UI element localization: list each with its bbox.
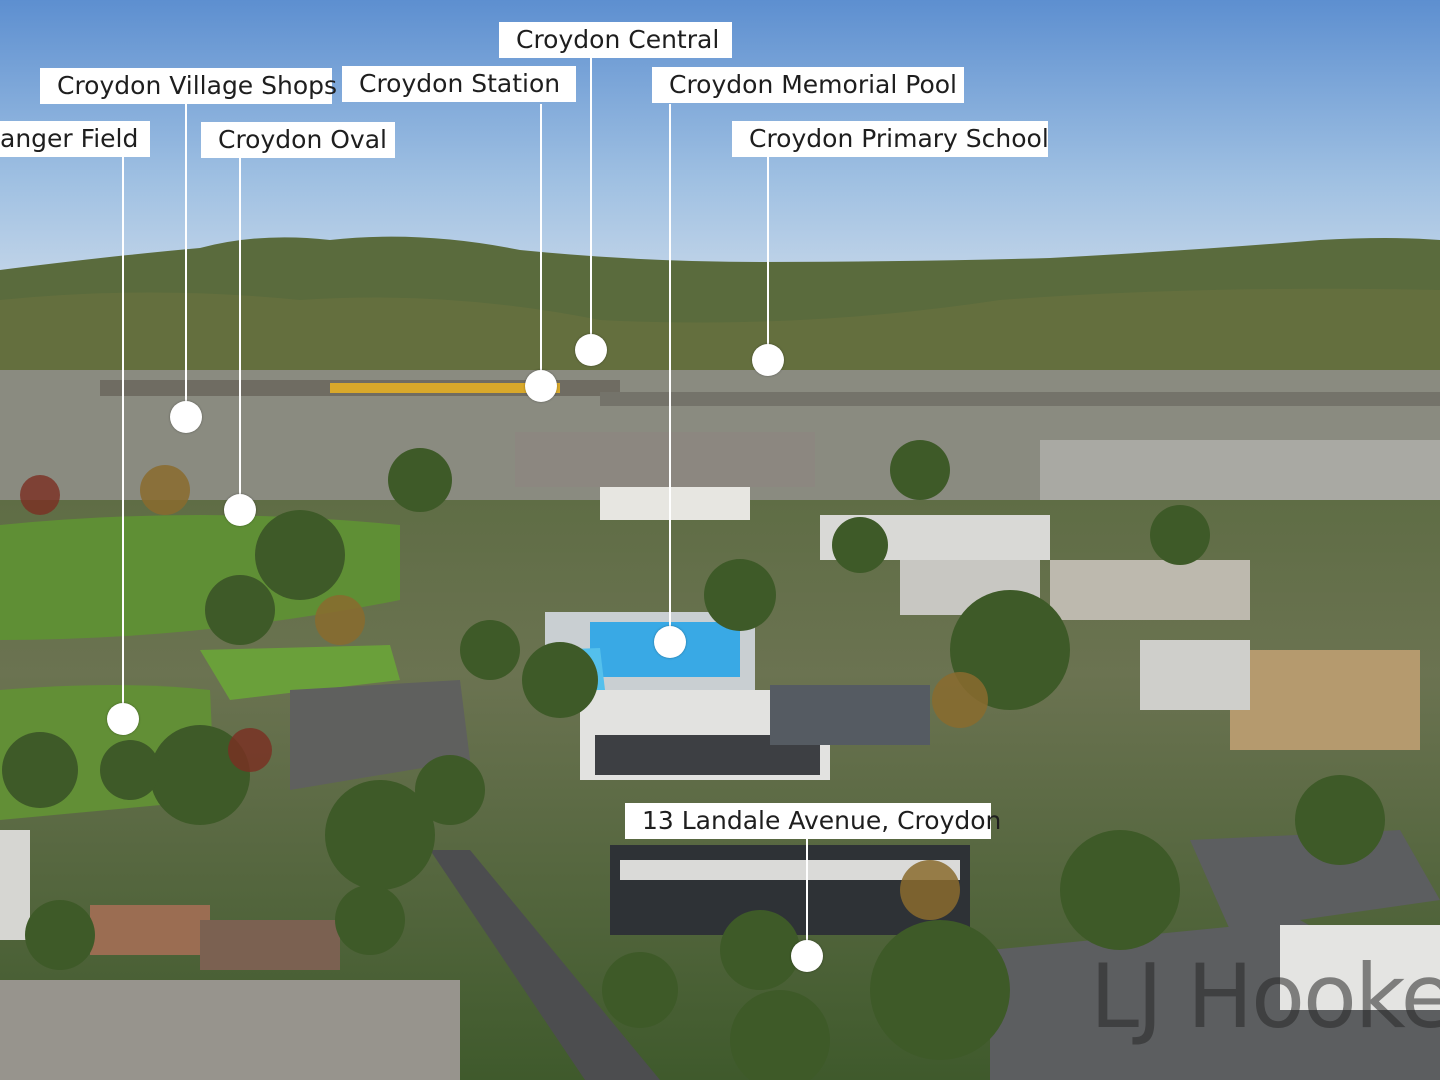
- trees: [2, 440, 1385, 1080]
- marker-croydon-primary-school: [752, 344, 784, 376]
- warehouse: [1230, 650, 1420, 750]
- label-croydon-village-shops: Croydon Village Shops: [40, 68, 337, 104]
- marker-croydon-oval: [224, 494, 256, 526]
- label-croydon-primary-school: Croydon Primary School: [732, 121, 1049, 157]
- marker-croydon-station: [525, 370, 557, 402]
- leader-line-croydon-memorial-pool: [669, 104, 671, 642]
- label-ranger-field: anger Field: [0, 121, 150, 157]
- leader-line-croydon-primary-school: [767, 157, 769, 360]
- marker-croydon-village-shops: [170, 401, 202, 433]
- car-park: [290, 680, 470, 790]
- label-croydon-oval: Croydon Oval: [201, 122, 395, 158]
- label-subject-property: 13 Landale Avenue, Croydon: [625, 803, 1001, 839]
- leader-line-ranger-field: [122, 157, 124, 719]
- label-croydon-central: Croydon Central: [499, 22, 732, 58]
- label-croydon-station: Croydon Station: [342, 66, 576, 102]
- lj-hooker-watermark: LJ Hooker: [1090, 945, 1440, 1048]
- leader-line-croydon-station: [540, 104, 542, 386]
- landale-avenue: [430, 850, 660, 1080]
- marker-croydon-central: [575, 334, 607, 366]
- leader-line-subject-property: [806, 839, 808, 956]
- leader-line-croydon-oval: [239, 158, 241, 510]
- marker-subject-property: [791, 940, 823, 972]
- townhouses: [515, 432, 815, 487]
- train: [330, 383, 560, 393]
- leader-line-croydon-central: [590, 58, 592, 350]
- houses: [0, 980, 460, 1080]
- marker-croydon-memorial-pool: [654, 626, 686, 658]
- label-croydon-memorial-pool: Croydon Memorial Pool: [652, 67, 964, 103]
- marker-ranger-field: [107, 703, 139, 735]
- leader-line-croydon-village-shops: [185, 104, 187, 417]
